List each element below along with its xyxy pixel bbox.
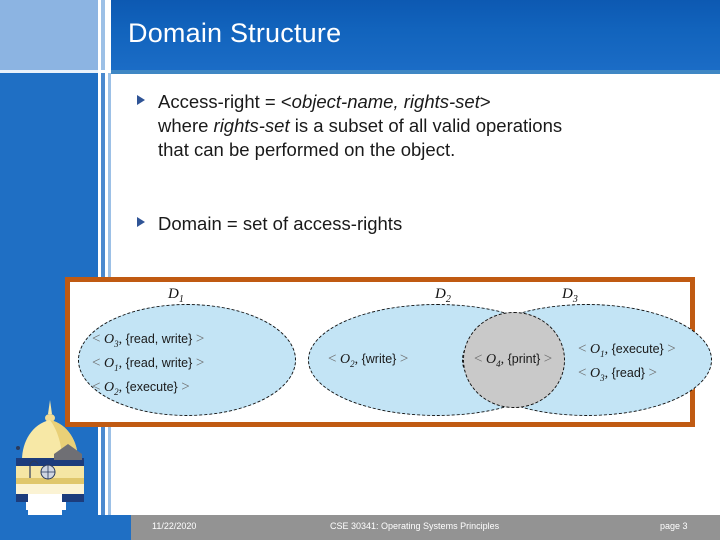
rights-set: {read} (611, 365, 645, 380)
comma: , (354, 352, 359, 367)
access-right-entry: < O3, {read, write} > (92, 330, 204, 354)
angle-close: > (543, 351, 553, 367)
object-name: O4 (485, 352, 501, 369)
object-name: O1 (103, 355, 119, 373)
angle-close: > (181, 378, 190, 395)
angle-open: < (578, 341, 587, 357)
angle-close: > (399, 351, 409, 367)
comma: , (604, 365, 609, 381)
bullet-row: Domain = set of access-rights (136, 212, 696, 236)
access-right-list-overlap: < O4, {print} > (474, 350, 552, 374)
angle-close: > (195, 331, 205, 347)
footer-left-block (0, 515, 131, 540)
bullet-text-b: > (479, 91, 491, 112)
access-right-list-d1: < O3, {read, write} > < O1, {read, write… (92, 330, 204, 401)
domain-label-sub: 3 (572, 294, 578, 305)
bullet-item-domain: Domain = set of access-rights (136, 212, 696, 236)
domain-label-sub: 1 (178, 294, 184, 305)
rights-set: {read, write} (125, 332, 193, 346)
domain-label-text: D (168, 286, 179, 302)
access-right-entry: < O2, {write} > (328, 350, 408, 374)
triangle-bullet-icon (137, 217, 145, 227)
page-title: Domain Structure (128, 18, 342, 48)
angle-close: > (667, 341, 676, 357)
footer-course: CSE 30341: Operating Systems Principles (330, 521, 500, 531)
bullet-text-d: is a subset of all valid operations (289, 115, 563, 136)
sidebar-gap (0, 70, 98, 73)
bullet-line-1: Domain = set of access-rights (158, 213, 403, 234)
object-name: O2 (339, 352, 355, 369)
comma: , (118, 332, 123, 347)
bullet-line-3: that can be performed on the object. (158, 139, 456, 160)
domain-diagram: D1 D2 D3 < O3, {read, write} > < O1, {re… (65, 277, 712, 427)
rights-set: {execute} (611, 342, 664, 356)
comma: , (604, 342, 609, 357)
bullet-text-c: where (158, 115, 214, 136)
comma: , (118, 379, 123, 395)
title-banner (111, 0, 720, 70)
sidebar-stripe-top (101, 0, 105, 70)
access-right-entry: < O4, {print} > (474, 350, 552, 374)
bullet-text-italic: object-name, rights-set (291, 91, 480, 112)
angle-open: < (92, 331, 101, 347)
angle-open: < (474, 351, 483, 367)
access-right-entry: < O3, {read} > (578, 364, 676, 388)
object-name: O2 (103, 379, 119, 397)
access-right-entry: < O1, {execute} > (578, 340, 676, 364)
diagram-inner: D1 D2 D3 < O3, {read, write} > < O1, {re… (70, 282, 712, 422)
object-name: O1 (589, 342, 605, 359)
footer-date: 11/22/2020 (152, 521, 197, 531)
domain-ellipse-d1 (78, 304, 296, 416)
bullet-line-2: where rights-set is a subset of all vali… (158, 114, 696, 138)
domain-overlap-region (463, 312, 565, 408)
angle-open: < (92, 378, 101, 395)
title-underline (111, 70, 720, 74)
rights-set: {execute} (125, 379, 178, 394)
rights-set: {write} (361, 352, 397, 366)
rights-set: {read, write} (125, 355, 193, 370)
domain-label-text: D (562, 286, 573, 302)
access-right-list-d2: < O2, {write} > (328, 350, 408, 374)
bullet-text-a: Access-right = < (158, 91, 292, 112)
domain-label-d3: D3 (562, 286, 578, 305)
rights-set: {print} (507, 352, 541, 366)
angle-open: < (578, 364, 587, 381)
comma: , (118, 355, 123, 371)
footer-bar (131, 515, 720, 540)
bullet-text-italic-2: rights-set (213, 115, 290, 136)
object-name: O3 (103, 332, 119, 349)
sidebar-top-block (0, 0, 98, 70)
domain-label-d2: D2 (435, 286, 451, 305)
bullet-item-access-right: Access-right = <object-name, rights-set>… (136, 90, 696, 162)
bullet-row: Access-right = <object-name, rights-set>… (136, 90, 696, 162)
access-right-list-d3: < O1, {execute} > < O3, {read} > (578, 340, 676, 388)
domain-label-d1: D1 (168, 286, 184, 305)
angle-open: < (92, 354, 101, 371)
angle-open: < (328, 351, 337, 367)
bullet-line-1: Access-right = <object-name, rights-set> (158, 90, 696, 114)
footer-page-number: page 3 (660, 521, 688, 531)
triangle-bullet-icon (137, 95, 145, 105)
domain-label-text: D (435, 286, 446, 302)
object-name: O3 (589, 365, 605, 383)
access-right-entry: < O1, {read, write} > (92, 354, 204, 378)
access-right-entry: < O2, {execute} > (92, 378, 204, 402)
angle-close: > (195, 354, 205, 371)
angle-close: > (648, 364, 657, 381)
comma: , (500, 352, 505, 367)
domain-label-sub: 2 (445, 294, 451, 305)
